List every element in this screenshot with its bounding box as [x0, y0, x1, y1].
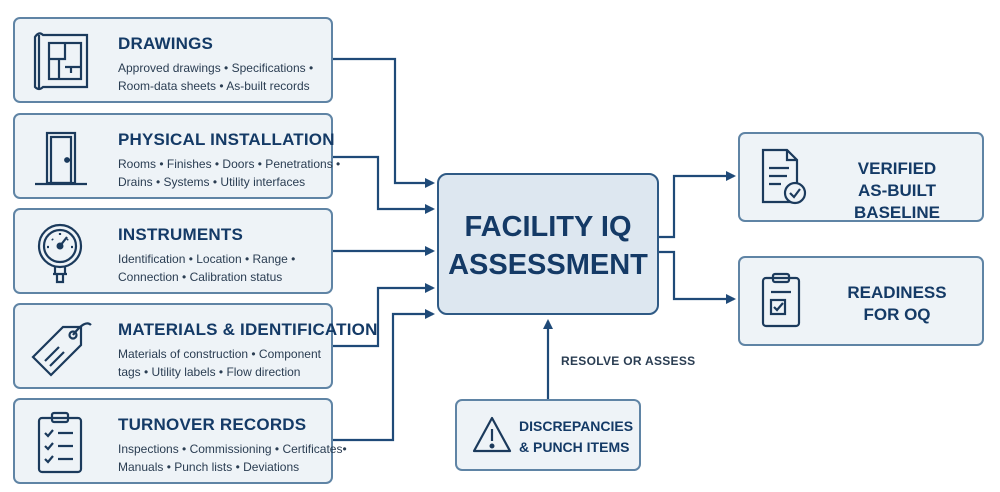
pressure-gauge-icon [37, 223, 83, 284]
materials-identification-box: MATERIALS & IDENTIFICATION Materials of … [13, 303, 377, 389]
facility-iq-assessment-box: FACILITY IQ ASSESSMENT [437, 173, 659, 315]
turnover-records-title: TURNOVER RECORDS [118, 415, 307, 434]
drawings-desc: Approved drawings • Specifications • Roo… [118, 59, 313, 95]
instruments-desc-line2: Connection • Calibration status [118, 270, 283, 284]
verified-baseline-line1: VERIFIED [857, 159, 937, 178]
verified-baseline-box: VERIFIED AS-BUILT BASELINE [738, 132, 984, 222]
turnover-records-desc-line2: Manuals • Punch lists • Deviations [118, 460, 300, 474]
readiness-for-oq-title: READINESS FOR OQ [820, 282, 974, 326]
readiness-for-oq-box: READINESS FOR OQ [738, 256, 984, 346]
checklist-clipboard-icon [37, 411, 83, 474]
center-title-line1: FACILITY IQ [464, 211, 632, 243]
readiness-line1: READINESS [847, 283, 947, 302]
turnover-records-desc: Inspections • Commissioning • Certificat… [118, 440, 347, 476]
verified-baseline-line2: AS-BUILT BASELINE [854, 181, 940, 222]
materials-identification-desc-line2: tags • Utility labels • Flow direction [118, 365, 301, 379]
discrepancies-box: DISCREPANCIES & PUNCH ITEMS [455, 399, 641, 471]
arrow-materials [333, 283, 435, 348]
verified-document-icon [761, 148, 807, 205]
physical-installation-title: PHYSICAL INSTALLATION [118, 130, 335, 149]
readiness-line2: FOR OQ [863, 305, 931, 324]
arrow-to-readiness [659, 250, 736, 304]
physical-installation-desc-line1: Rooms • Finishes • Doors • Penetrations … [118, 157, 341, 171]
arrow-installation [333, 155, 435, 214]
arrow-turnover [333, 309, 435, 442]
instruments-box: INSTRUMENTS Identification • Location • … [13, 208, 333, 294]
blueprint-icon [33, 32, 89, 91]
drawings-desc-line1: Approved drawings • Specifications • [118, 61, 314, 75]
turnover-records-desc-line1: Inspections • Commissioning • Certificat… [118, 442, 347, 456]
materials-identification-desc-line1: Materials of construction • Component [118, 347, 321, 361]
tag-icon [31, 322, 92, 377]
drawings-title: DRAWINGS [118, 34, 214, 53]
physical-installation-desc-line2: Drains • Systems • Utility interfaces [118, 175, 306, 189]
discrepancies-line2: & PUNCH ITEMS [519, 439, 630, 455]
arrow-to-verified [659, 171, 736, 239]
arrow-drawings [333, 57, 435, 188]
drawings-desc-line2: Room-data sheets • As-built records [118, 79, 310, 93]
clipboard-check-icon [761, 272, 801, 328]
drawings-box: DRAWINGS Approved drawings • Specificati… [13, 17, 333, 103]
instruments-title: INSTRUMENTS [118, 225, 243, 244]
verified-baseline-title: VERIFIED AS-BUILT BASELINE [820, 158, 974, 224]
physical-installation-box: PHYSICAL INSTALLATION Rooms • Finishes •… [13, 113, 340, 199]
door-icon [35, 131, 87, 186]
center-title-line2: ASSESSMENT [448, 249, 648, 281]
materials-identification-title: MATERIALS & IDENTIFICATION [118, 320, 378, 339]
instruments-desc-line1: Identification • Location • Range • [118, 252, 296, 266]
materials-identification-desc: Materials of construction • Component ta… [118, 345, 321, 381]
turnover-records-box: TURNOVER RECORDS Inspections • Commissio… [13, 398, 347, 484]
discrepancies-line1: DISCREPANCIES [519, 418, 634, 434]
resolve-or-assess-label: RESOLVE OR ASSESS [561, 354, 696, 368]
instruments-desc: Identification • Location • Range • Conn… [118, 250, 295, 286]
discrepancies-title: DISCREPANCIES & PUNCH ITEMS [519, 416, 633, 458]
warning-triangle-icon [472, 416, 512, 453]
facility-iq-assessment-title: FACILITY IQ ASSESSMENT [439, 208, 657, 284]
physical-installation-desc: Rooms • Finishes • Doors • Penetrations … [118, 155, 340, 191]
